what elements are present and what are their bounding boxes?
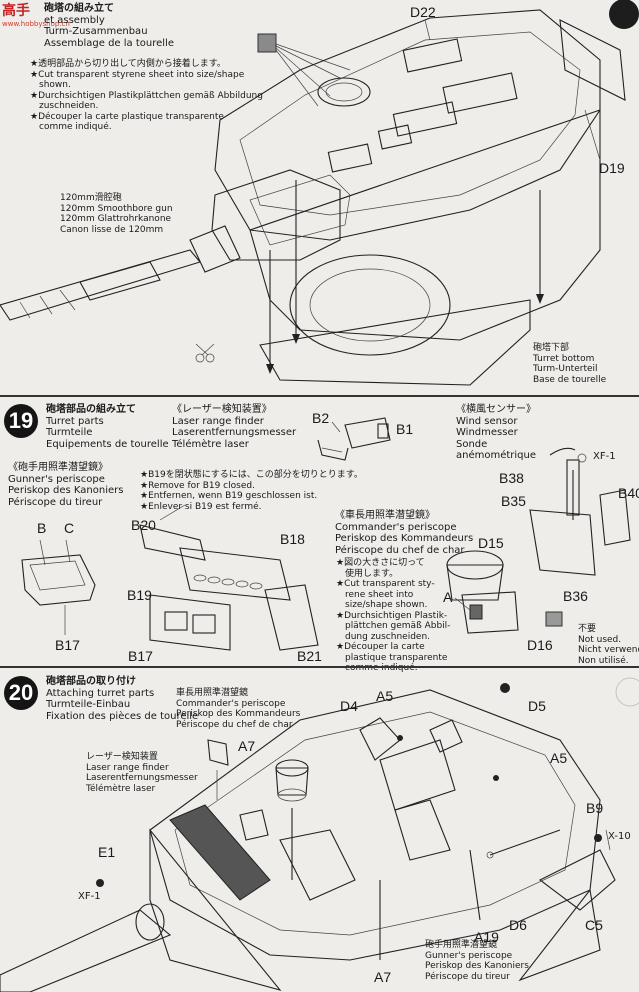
gunner-periscope-20 (279, 829, 356, 901)
scissors-icon (195, 343, 215, 363)
section-divider (0, 395, 639, 397)
part-label-d5: D5 (528, 698, 546, 714)
part-label-b17-right: B17 (128, 648, 153, 664)
part-label-a7-top: A7 (238, 738, 256, 754)
part-label-d6: D6 (509, 917, 527, 933)
part-label-d16: D16 (527, 637, 553, 653)
transparent-sheet-icon (257, 33, 277, 53)
wind-sensor-bracket (529, 509, 596, 576)
gun-barrel (0, 249, 201, 321)
part-label-b36: B36 (563, 588, 588, 604)
watermark-logo: 高手 www.hobbyshop.cn (2, 3, 70, 28)
gunner-periscope-label-20: 砲手用照準潜望鏡 Gunner's periscope Periskop des… (425, 940, 529, 982)
turret-ring (289, 254, 451, 356)
turret-assembly-title: 砲塔の組み立て et assembly Turm-Zusammenbau Ass… (44, 3, 174, 49)
laser-box (344, 417, 391, 449)
part-label-c5: C5 (585, 917, 603, 933)
paint-label-xf1-step19: XF-1 (593, 451, 616, 462)
step-20-title: 砲塔部品の取り付け Attaching turret parts Turmtei… (46, 676, 199, 722)
commander-periscope-top (179, 547, 291, 601)
gunner-periscope-body (21, 554, 96, 606)
part-label-b38: B38 (499, 470, 524, 486)
turret-bottom-label: 砲塔下部 Turret bottom Turm-Unterteil Base d… (533, 343, 607, 385)
bore-evacuator (79, 261, 161, 301)
paint-label-xf1-step20: XF-1 (78, 891, 101, 902)
laser-range-finder-label: 《レーザー検知装置》 Laser range finder Laserentfe… (172, 404, 297, 450)
cut-sheet-note: ★図の大きさに切って 使用します。 ★Cut transparent sty- … (336, 558, 451, 673)
gun-barrel-20 (0, 909, 172, 992)
hatch-ring (317, 77, 371, 107)
prev-step-marker (609, 0, 639, 29)
d4-part (359, 717, 401, 761)
smoothbore-gun-label: 120mm滑腔砲 120mm Smoothbore gun 120mm Glat… (60, 193, 173, 235)
turret-roof (214, 9, 601, 241)
part-label-b40: B40 (618, 485, 639, 501)
part-label-e1: E1 (98, 844, 116, 860)
commander-periscope-box (149, 594, 231, 651)
part-label-d4: D4 (340, 698, 358, 714)
d19-plate (559, 19, 626, 101)
section-divider-2 (0, 666, 639, 668)
part-label-d22: D22 (410, 4, 436, 20)
d16-base (461, 591, 519, 634)
part-label-a7-bottom: A7 (374, 969, 392, 985)
part-label-b18: B18 (280, 531, 305, 547)
not-used-sheet (545, 611, 563, 627)
part-label-a19: A19 (474, 929, 499, 945)
step-20-badge: 20 (4, 676, 38, 710)
part-label-d15: D15 (478, 535, 504, 551)
wind-sensor-mast (566, 459, 580, 516)
part-label-b9: B9 (586, 800, 604, 816)
gunner-periscope-label: 《砲手用照準潜望鏡》 Gunner's periscope Periskop d… (8, 462, 124, 508)
e1-plate (169, 804, 271, 901)
step-19-badge: 19 (4, 404, 38, 438)
part-label-b2: B2 (312, 410, 330, 426)
turret-body-20 (149, 689, 601, 961)
part-label-b21: B21 (297, 648, 322, 664)
part-label-d19: D19 (599, 160, 625, 176)
part-label-c: C (64, 520, 75, 536)
part-label-a5-top: A5 (376, 688, 394, 704)
part-label-b: B (37, 520, 47, 536)
commander-periscope-20 (275, 767, 309, 796)
part-label-b35: B35 (501, 493, 526, 509)
c5-part (538, 849, 616, 911)
paint-label-x10: X-10 (608, 831, 631, 842)
step-19-title: 砲塔部品の組み立て Turret parts Turmteile Equipem… (46, 404, 169, 450)
commander-periscope-label: 《車長用照準潜望鏡》 Commander's periscope Perisko… (335, 510, 474, 556)
not-used-label: 不要 Not used. Nicht verwende Non utilisé. (578, 624, 639, 666)
part-label-b1: B1 (396, 421, 414, 437)
laser-range-finder-label-20: レーザー検知装置 Laser range finder Laserentfern… (86, 752, 198, 794)
transparent-sheet-note: ★透明部品から切り出して内側から接着します。 ★Cut transparent … (30, 59, 263, 132)
d5-part (429, 719, 463, 753)
part-label-b19: B19 (127, 587, 152, 603)
part-label-b17-left: B17 (55, 637, 80, 653)
part-label-a5-right: A5 (550, 750, 568, 766)
part-label-a: A (443, 589, 453, 605)
part-label-b20: B20 (131, 517, 156, 533)
b19-remove-note: ★B19を閉状態にするには、この部分を切りとります。 ★Remove for B… (140, 470, 363, 512)
gun-mantlet (211, 169, 341, 261)
wind-sensor-label: 《横風センサー》 Wind sensor Windmesser Sonde an… (456, 404, 537, 461)
turret-assembly-drawing (0, 0, 639, 386)
commander-periscope-label-20: 車長用照準潜望鏡 Commander's periscope Periskop … (176, 688, 301, 730)
